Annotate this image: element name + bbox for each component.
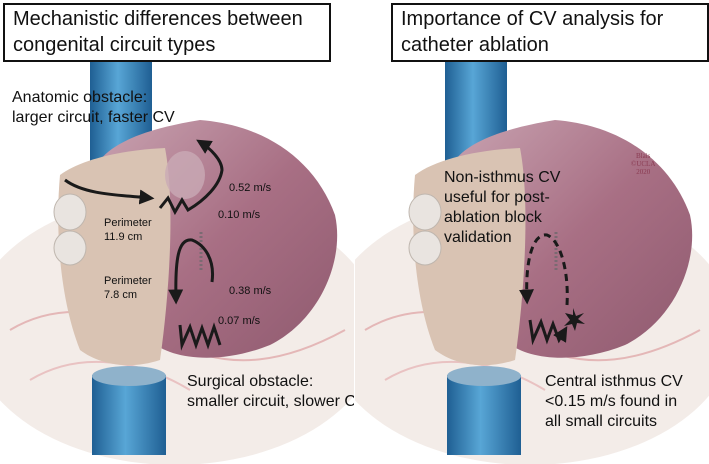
tissue-lobe: [408, 193, 442, 231]
cv-value-label: 0.07 m/s: [218, 315, 261, 327]
central-isthmus-cv-label: Central isthmus CV <0.15 m/s found in al…: [545, 373, 683, 430]
cv-value-label: 0.10 m/s: [218, 209, 261, 221]
anatomic-obstacle-label: Anatomic obstacle: larger circuit, faste…: [12, 89, 175, 126]
cv-value-label: 0.38 m/s: [229, 285, 272, 297]
right-panel: Importance of CV analysis for catheter a…: [355, 0, 709, 464]
inferior-vena-cava: [92, 375, 166, 455]
large-circuit-arrow: [158, 139, 224, 216]
right-title: Importance of CV analysis for catheter a…: [391, 3, 709, 62]
small-circuit-arrow: [168, 238, 215, 305]
ivc-opening: [92, 366, 166, 386]
heart-illustration-right: [355, 21, 709, 464]
tissue-lobe: [53, 230, 87, 266]
isthmus-zigzag: [178, 322, 222, 351]
perimeter-small-label: Perimeter 7.8 cm: [104, 275, 152, 301]
tissue-lobe: [408, 230, 442, 266]
left-title: Mechanistic differences between congenit…: [3, 3, 331, 62]
ablation-star-icon: [564, 308, 585, 331]
surgical-obstacle-label: Surgical obstacle: smaller circuit, slow…: [187, 373, 354, 410]
tissue-lobe: [53, 193, 87, 231]
atrial-septum-tissue: [413, 148, 526, 366]
heart-illustration-left: [0, 21, 354, 464]
inferior-vena-cava: [447, 375, 521, 455]
anatomic-obstacle-patch: [165, 151, 205, 199]
perimeter-large-label: Perimeter 11.9 cm: [104, 217, 152, 243]
isthmus-zigzag: [528, 317, 568, 346]
left-panel: Mechanistic differences between congenit…: [0, 0, 354, 464]
non-isthmus-cv-label: Non-isthmus CV useful for post- ablation…: [444, 169, 561, 246]
cv-value-label: 0.52 m/s: [229, 182, 272, 194]
circuit-entry-arrow: [64, 178, 155, 205]
dashed-circuit-arrow: [518, 233, 569, 306]
artist-signature: Blais ©UCLA 2020: [631, 152, 656, 176]
ivc-opening: [447, 366, 521, 386]
